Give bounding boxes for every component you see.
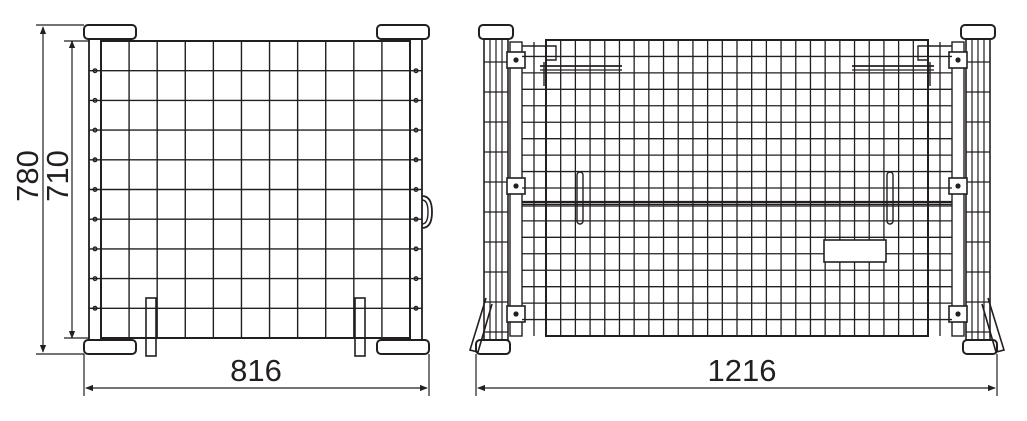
front-post-bars — [484, 39, 990, 340]
front-door-bracket-right — [917, 45, 952, 61]
side-post-bolt — [413, 97, 419, 103]
side-post-bolt — [92, 216, 98, 222]
front-latch-left — [576, 171, 584, 225]
side-foot-top-right — [376, 24, 430, 40]
front-hinge-pin — [955, 57, 961, 63]
side-guide-left — [145, 297, 157, 357]
side-post-bolt — [413, 305, 419, 311]
front-foot-top-left — [478, 24, 514, 40]
front-hinge-pin — [513, 183, 519, 189]
side-post-bolt — [92, 305, 98, 311]
front-hinge-pin — [513, 311, 519, 317]
side-post-bolt — [413, 127, 419, 133]
side-post-bolt — [92, 157, 98, 163]
front-hinge-pin — [513, 57, 519, 63]
dim-label-1216: 1216 — [708, 353, 777, 388]
side-latch-ring — [421, 195, 433, 229]
side-foot-bottom-right — [376, 339, 430, 355]
side-dimensions — [36, 24, 430, 396]
front-latch-right — [886, 171, 894, 225]
front-hinge-pin — [955, 183, 961, 189]
side-post-bolt — [92, 127, 98, 133]
side-foot-bottom-left — [83, 339, 137, 355]
front-mesh — [522, 40, 952, 336]
side-foot-top-left — [83, 24, 137, 40]
side-post-bolt — [413, 186, 419, 192]
side-post-bolt — [413, 216, 419, 222]
side-post-bolt — [92, 276, 98, 282]
side-post-bolt — [413, 157, 419, 163]
side-post-bolt — [92, 68, 98, 74]
front-hinge-pin — [955, 311, 961, 317]
front-skid-right — [981, 297, 1006, 353]
side-post-bolt — [413, 246, 419, 252]
front-foot-bottom-right — [962, 339, 998, 355]
side-post-bolt — [92, 97, 98, 103]
side-post-bolt — [413, 276, 419, 282]
side-mesh — [89, 41, 422, 338]
front-skid-left — [468, 297, 493, 353]
dim-label-816: 816 — [230, 353, 282, 388]
front-dimensions — [475, 354, 998, 396]
front-hinges — [506, 51, 968, 323]
side-post-bolt — [92, 186, 98, 192]
front-door-bracket-left — [522, 45, 557, 61]
front-foot-top-right — [960, 24, 996, 40]
front-view — [468, 24, 1006, 355]
dim-label-780: 780 — [10, 150, 45, 202]
side-view — [83, 24, 433, 357]
side-guide-right — [354, 297, 366, 357]
dim-label-710: 710 — [40, 150, 75, 202]
front-label-plate — [823, 239, 887, 263]
side-latch-ring-inner — [421, 199, 429, 225]
side-post-bolt — [413, 68, 419, 74]
side-post-bolt — [92, 246, 98, 252]
